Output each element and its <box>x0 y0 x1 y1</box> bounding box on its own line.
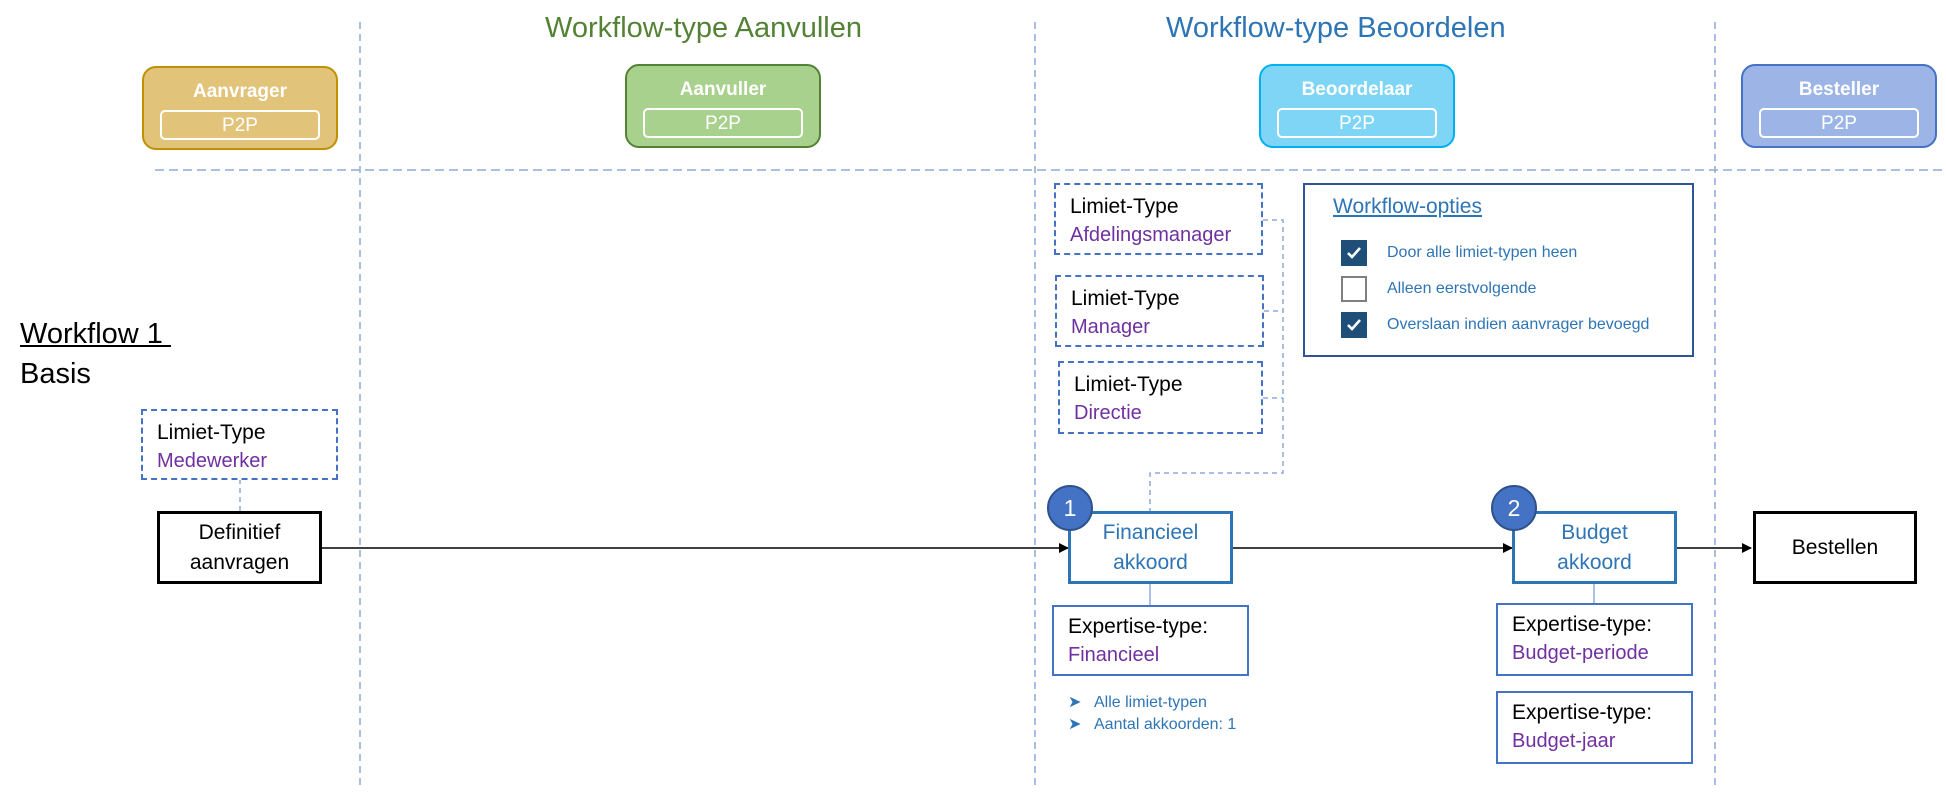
role-besteller: Besteller P2P <box>1741 64 1937 148</box>
expertise-type-label: Expertise-type: <box>1068 615 1209 638</box>
limit-type-label: Limiet-Type <box>1074 373 1183 396</box>
expertise-type-value: Budget-jaar <box>1512 730 1616 752</box>
note-aantal-akkoorden: ➤ Aantal akkoorden: 1 <box>1068 714 1236 734</box>
checkbox-unchecked-icon[interactable] <box>1341 276 1367 302</box>
option-label: Alleen eerstvolgende <box>1387 280 1537 297</box>
role-beoordelaar: Beoordelaar P2P <box>1259 64 1455 148</box>
role-system: P2P <box>643 108 803 138</box>
step-definitief-aanvragen: Definitief aanvragen <box>157 511 322 584</box>
expertise-type-budget-jaar: Expertise-type: Budget-jaar <box>1496 691 1693 764</box>
limit-type-value: Manager <box>1071 316 1150 338</box>
bullet-arrow-icon: ➤ <box>1068 694 1082 711</box>
expertise-type-label: Expertise-type: <box>1512 701 1653 724</box>
limit-type-medewerker: Limiet-Type Medewerker <box>141 409 338 480</box>
checkbox-checked-icon[interactable] <box>1341 240 1367 266</box>
step-financieel-akkoord: Financieel akkoord <box>1068 511 1233 584</box>
role-system: P2P <box>1277 108 1437 138</box>
note-alle-limiet-typen: ➤ Alle limiet-typen <box>1068 692 1207 712</box>
limit-type-afdelingsmanager: Limiet-Type Afdelingsmanager <box>1054 183 1263 255</box>
workflow-title: Workflow 1 <box>20 318 171 350</box>
expertise-type-budget-periode: Expertise-type: Budget-periode <box>1496 603 1693 676</box>
role-name: Besteller <box>1798 79 1880 100</box>
limit-type-value: Medewerker <box>157 450 268 472</box>
option-label: Door alle limiet-typen heen <box>1387 244 1578 261</box>
workflow-options-panel: Workflow-opties Door alle limiet-typen h… <box>1303 183 1694 357</box>
limit-type-value: Afdelingsmanager <box>1070 224 1232 246</box>
step-budget-akkoord: Budget akkoord <box>1512 511 1677 584</box>
step-number-badge: 2 <box>1491 485 1537 531</box>
checkbox-checked-icon[interactable] <box>1341 312 1367 338</box>
lane-title-aanvullen: Workflow-type Aanvullen <box>545 12 863 44</box>
option-label: Overslaan indien aanvrager bevoegd <box>1387 316 1650 333</box>
role-name: Aanvrager <box>193 81 287 102</box>
bullet-arrow-icon: ➤ <box>1068 716 1082 733</box>
option-door-alle-limiet-typen[interactable]: Door alle limiet-typen heen <box>1341 239 1577 267</box>
role-aanvuller: Aanvuller P2P <box>625 64 821 148</box>
limit-type-directie: Limiet-Type Directie <box>1058 361 1263 434</box>
lane-title-beoordelen: Workflow-type Beoordelen <box>1166 12 1506 44</box>
note-text: Aantal akkoorden: 1 <box>1094 716 1237 733</box>
workflow-subtitle: Basis <box>20 358 91 390</box>
step-number-badge: 1 <box>1047 485 1093 531</box>
role-system: P2P <box>160 110 320 140</box>
limit-type-value: Directie <box>1074 402 1142 424</box>
expertise-type-financieel: Expertise-type: Financieel <box>1052 605 1249 676</box>
limit-type-label: Limiet-Type <box>1070 195 1179 218</box>
step-bestellen: Bestellen <box>1753 511 1917 584</box>
limit-type-label: Limiet-Type <box>1071 287 1180 310</box>
workflow-options-title: Workflow-opties <box>1333 195 1482 218</box>
role-name: Beoordelaar <box>1301 79 1413 100</box>
limit-type-manager: Limiet-Type Manager <box>1055 275 1264 347</box>
role-name: Aanvuller <box>679 79 767 100</box>
expertise-type-value: Financieel <box>1068 644 1160 666</box>
role-system: P2P <box>1759 108 1919 138</box>
option-overslaan-indien-bevoegd[interactable]: Overslaan indien aanvrager bevoegd <box>1341 311 1649 339</box>
limit-type-label: Limiet-Type <box>157 421 266 444</box>
expertise-type-value: Budget-periode <box>1512 642 1649 664</box>
note-text: Alle limiet-typen <box>1094 694 1207 711</box>
option-alleen-eerstvolgende[interactable]: Alleen eerstvolgende <box>1341 275 1536 303</box>
role-aanvrager: Aanvrager P2P <box>142 66 338 150</box>
expertise-type-label: Expertise-type: <box>1512 613 1653 636</box>
